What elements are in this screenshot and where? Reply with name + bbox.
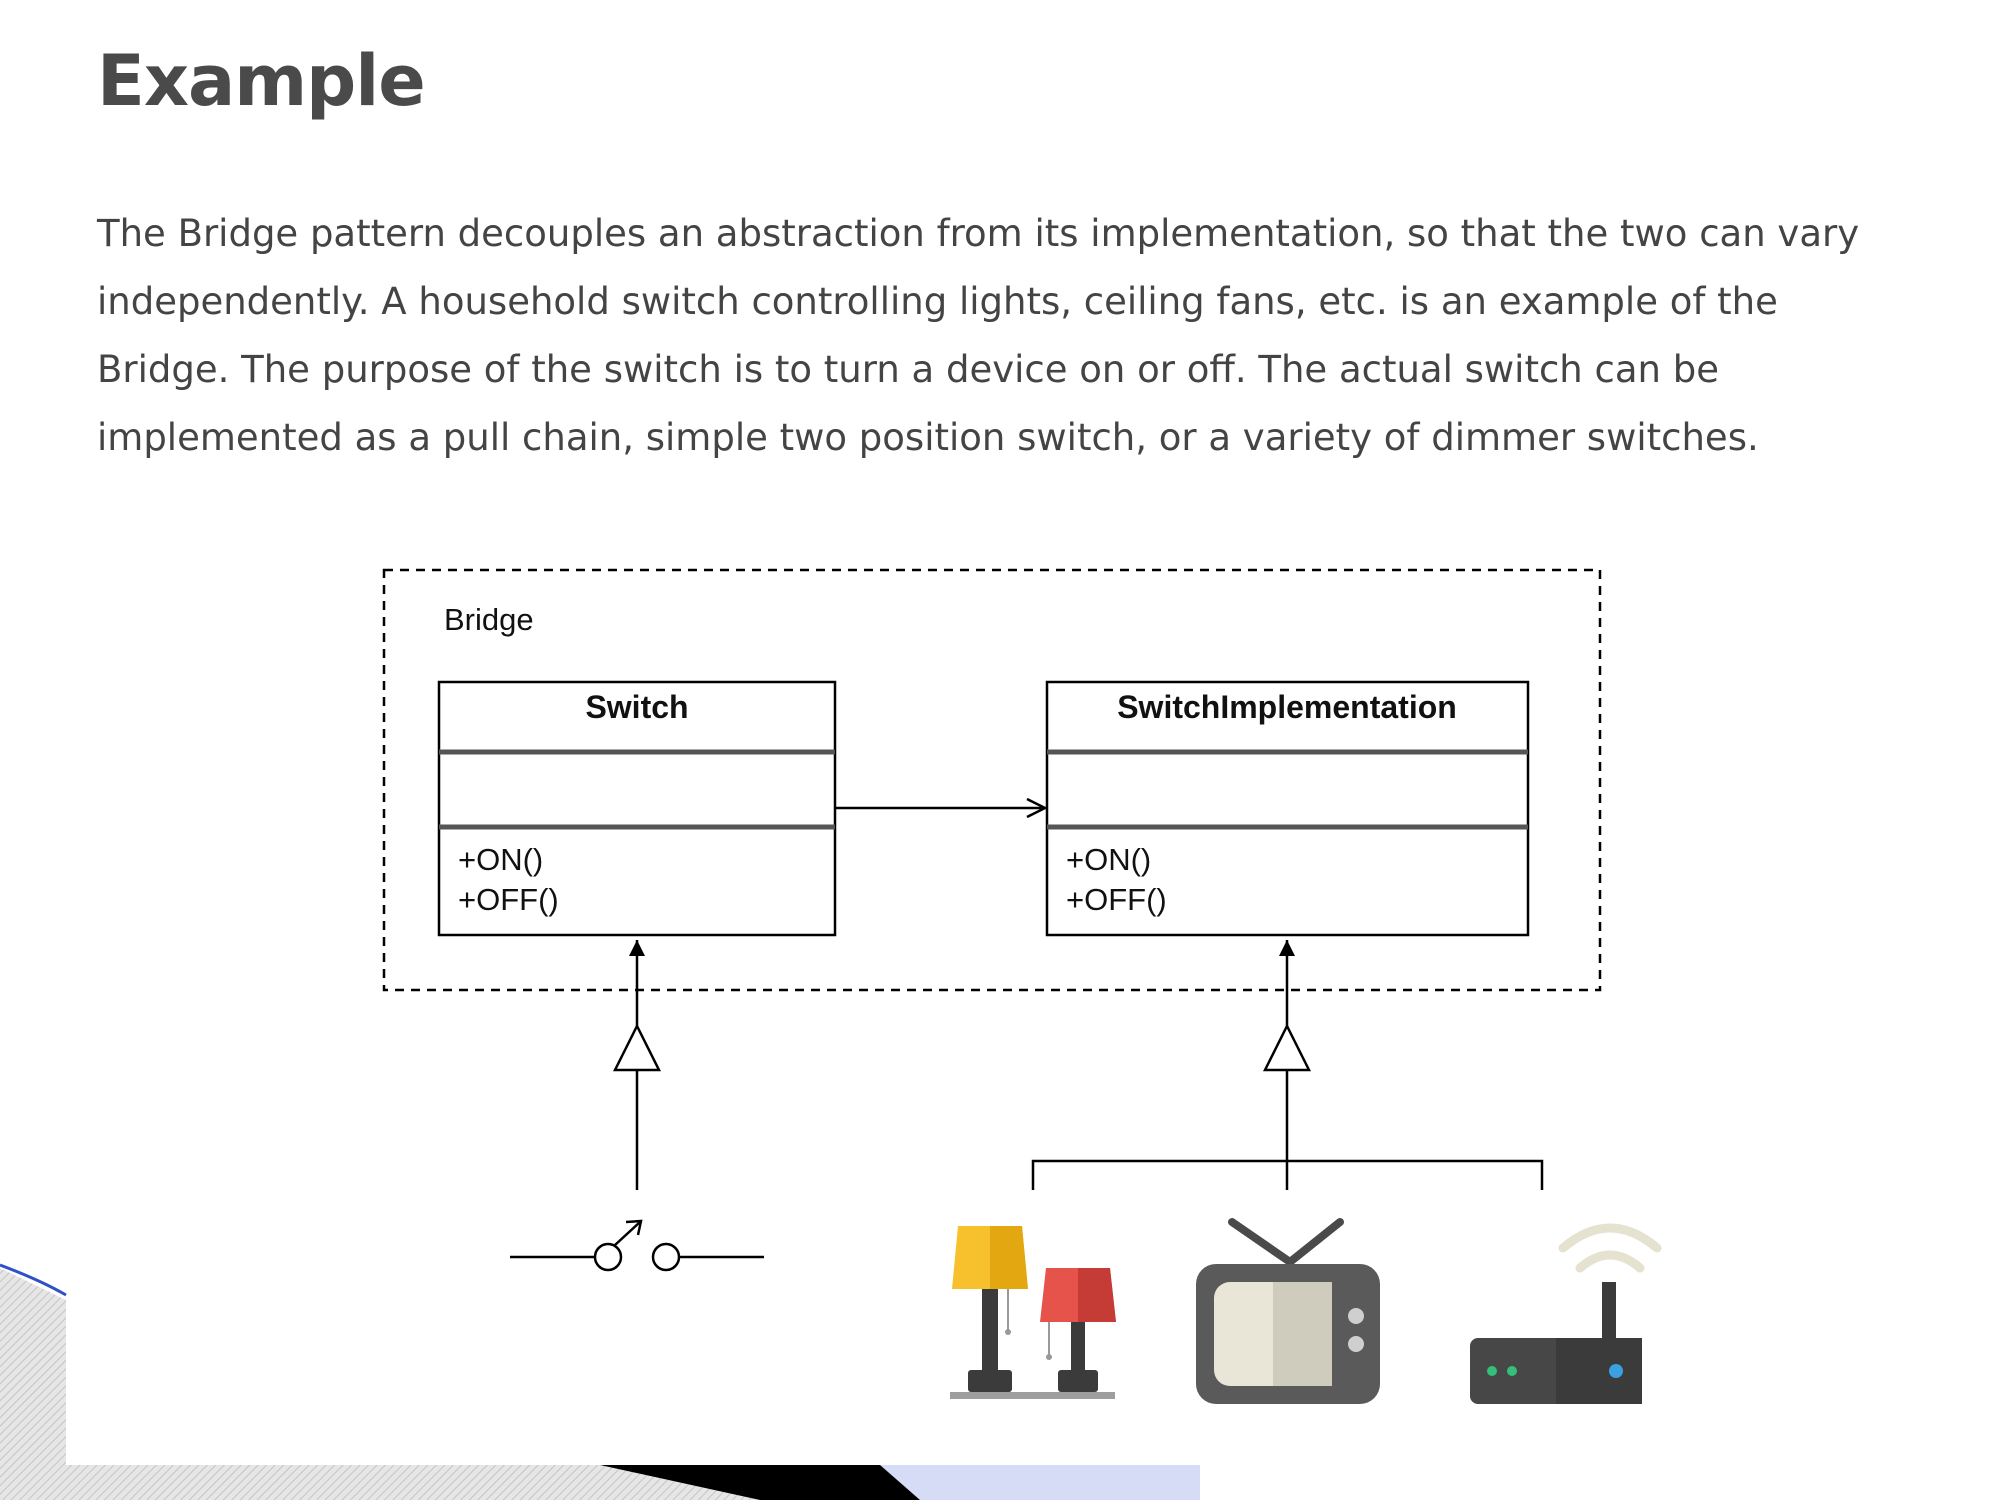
inheritance-arrow-implementation — [1031, 940, 1544, 1190]
association-arrow — [835, 797, 1048, 819]
paragraph-line: Bridge. The purpose of the switch is to … — [97, 348, 1719, 391]
inheritance-arrow-switch — [612, 940, 662, 1190]
switch-symbol-icon — [510, 1219, 764, 1272]
switch-class-name: Switch — [585, 689, 688, 725]
paragraph-line: The Bridge pattern decouples an abstract… — [97, 212, 1860, 255]
switch-implementation-class-box: SwitchImplementation +ON() +OFF() — [1045, 680, 1530, 937]
router-icon — [1470, 1223, 1662, 1404]
paragraph-line: independently. A household switch contro… — [97, 280, 1778, 323]
switch-implementation-class-name: SwitchImplementation — [1117, 689, 1457, 725]
switch-operation: +OFF() — [458, 882, 559, 917]
switch-class-box: Switch +ON() +OFF() — [437, 680, 837, 937]
switch-implementation-operation: +ON() — [1066, 842, 1151, 877]
switch-implementation-operation: +OFF() — [1066, 882, 1167, 917]
page-title: Example — [97, 40, 426, 122]
tv-icon — [1196, 1218, 1380, 1404]
bridge-boundary-label: Bridge — [444, 602, 534, 637]
switch-operation: +ON() — [458, 842, 543, 877]
paragraph-line: implemented as a pull chain, simple two … — [97, 416, 1759, 459]
bridge-boundary — [382, 568, 1602, 992]
lamps-icon — [950, 1226, 1116, 1399]
description-paragraph: The Bridge pattern decouples an abstract… — [97, 200, 1957, 472]
